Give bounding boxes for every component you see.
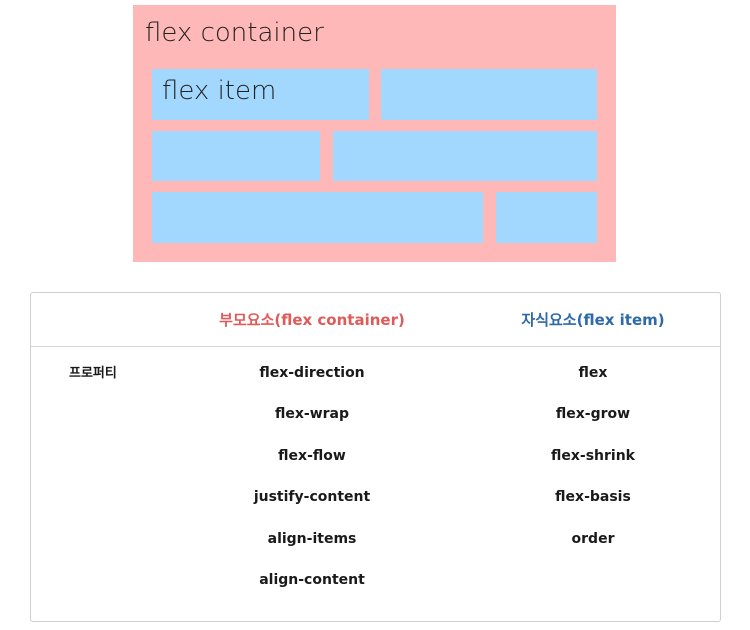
parent-property: flex-direction xyxy=(259,365,365,381)
child-property: flex-basis xyxy=(555,489,631,505)
row-label-property: 프로퍼티 xyxy=(69,366,117,381)
header-divider xyxy=(31,346,720,347)
parent-property: justify-content xyxy=(253,489,371,505)
parent-property: align-items xyxy=(267,531,357,547)
flex-container-label: flex container xyxy=(145,18,324,48)
child-property: flex-shrink xyxy=(551,448,635,464)
child-property: flex-grow xyxy=(555,406,631,422)
flex-item-3 xyxy=(152,131,320,181)
child-property: order xyxy=(571,531,615,547)
child-property: flex xyxy=(578,365,608,381)
flex-item-2 xyxy=(381,69,597,120)
flex-item-label: flex item xyxy=(162,76,277,106)
flex-item-6 xyxy=(496,192,597,243)
parent-property: align-content xyxy=(259,572,365,588)
flex-item-1: flex item xyxy=(152,69,369,120)
header-child-element: 자식요소(flex item) xyxy=(521,311,665,329)
flex-item-5 xyxy=(152,192,483,243)
parent-property: flex-flow xyxy=(278,448,346,464)
flex-item-4 xyxy=(333,131,597,181)
parent-property: flex-wrap xyxy=(274,406,350,422)
header-parent-element: 부모요소(flex container) xyxy=(219,311,405,329)
flex-properties-table: 부모요소(flex container) 자식요소(flex item) 프로퍼… xyxy=(30,292,721,622)
flex-container-box: flex container flex item xyxy=(133,5,616,262)
